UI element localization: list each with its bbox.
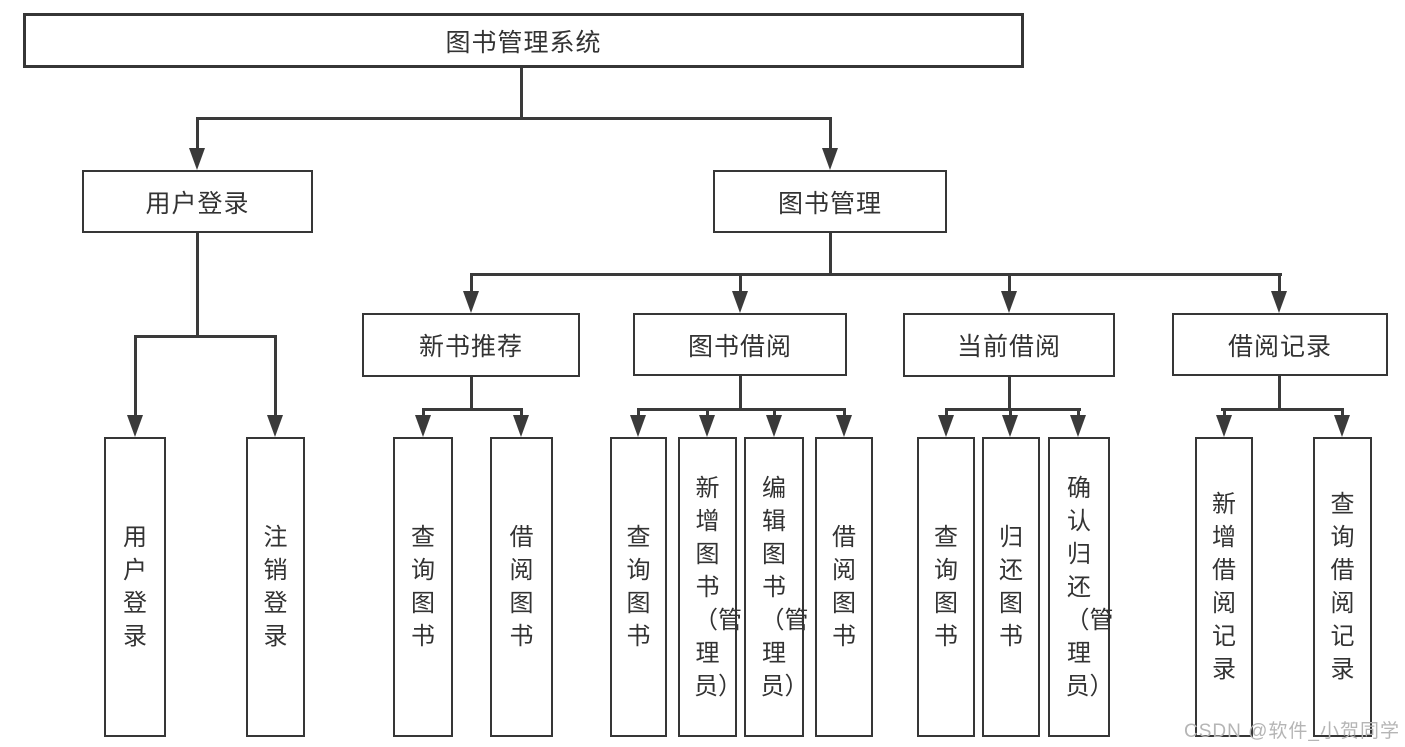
- node-label: 新增借阅记录: [1212, 491, 1236, 683]
- arrow-down-icon-book-management: [822, 148, 838, 170]
- node-user-login: 用户登录: [82, 170, 313, 233]
- node-label: 编辑图书（管理员）: [760, 474, 809, 700]
- arrow-down-icon-add-borrow-record: [1216, 415, 1232, 437]
- arrow-down-icon-query-books-1: [415, 415, 431, 437]
- node-label: 查询图书: [934, 524, 958, 650]
- node-query-books-2: 查询图书: [610, 437, 667, 737]
- node-label: 查询图书: [626, 524, 651, 650]
- arrow-shaft-user-login: [196, 117, 199, 154]
- arrow-shaft-add-borrow-record: [1223, 408, 1226, 421]
- arrow-down-icon-borrowing-records: [1271, 291, 1287, 313]
- node-user-login-leaf: 用户登录: [104, 437, 166, 737]
- node-label: 图书借阅: [687, 332, 792, 361]
- node-borrowing-records: 借阅记录: [1172, 313, 1388, 376]
- node-label: 借阅记录: [1227, 332, 1332, 361]
- arrow-down-icon-confirm-return: [1070, 415, 1086, 437]
- node-book-borrowing: 图书借阅: [633, 313, 847, 376]
- node-label: 借阅图书: [509, 524, 534, 650]
- connector-borrowing-records-stem: [1278, 374, 1281, 408]
- arrow-shaft-new-book: [470, 273, 473, 297]
- node-label: 用户登录: [145, 189, 250, 218]
- node-new-book-recommendation: 新书推荐: [362, 313, 580, 377]
- node-library-management-system: 图书管理系统: [23, 13, 1024, 68]
- connector-level2-split: [196, 117, 832, 120]
- arrow-down-icon-query-books-2: [630, 415, 646, 437]
- node-label: 当前借阅: [956, 333, 1061, 361]
- arrow-shaft-borrow-books-1: [520, 408, 523, 421]
- node-query-borrow-record: 查询借阅记录: [1313, 437, 1372, 737]
- arrow-shaft-query-books-3: [945, 408, 948, 421]
- arrow-down-icon-current-borrowing: [1001, 291, 1017, 313]
- connector-book-borrowing-stem: [739, 374, 742, 408]
- connector-user-login-stem: [196, 231, 199, 335]
- node-label: 查询图书: [411, 524, 435, 650]
- node-logout-leaf: 注销登录: [246, 437, 305, 737]
- arrow-down-icon-new-book: [463, 291, 479, 313]
- node-query-books-3: 查询图书: [917, 437, 975, 737]
- connector-new-book-split: [422, 408, 522, 411]
- arrow-down-icon-edit-book: [766, 415, 782, 437]
- connector-book-management-stem: [829, 231, 832, 273]
- node-label: 归还图书: [999, 524, 1023, 650]
- arrow-shaft-user-login-leaf: [134, 335, 137, 421]
- arrow-down-icon-query-borrow-record: [1334, 415, 1350, 437]
- arrow-shaft-current-borrowing: [1008, 273, 1011, 297]
- node-label: 确认归还（管理员）: [1065, 474, 1114, 700]
- arrow-down-icon-query-books-3: [938, 415, 954, 437]
- connector-user-login-split: [134, 335, 277, 338]
- arrow-down-icon-logout-leaf: [267, 415, 283, 437]
- arrow-shaft-logout-leaf: [274, 335, 277, 421]
- node-label: 新书推荐: [418, 333, 523, 361]
- connector-book-borrowing-split: [637, 408, 845, 411]
- arrow-shaft-book-borrowing: [739, 273, 742, 297]
- arrow-shaft-query-books-2: [637, 408, 640, 421]
- node-label: 借阅图书: [832, 524, 856, 650]
- node-label: 注销登录: [263, 524, 288, 650]
- connector-root-stem: [520, 68, 523, 117]
- arrow-down-icon-borrow-books-1: [513, 415, 529, 437]
- arrow-down-icon-book-borrowing: [732, 291, 748, 313]
- arrow-shaft-borrow-books-2: [843, 408, 846, 421]
- arrow-down-icon-user-login-leaf: [127, 415, 143, 437]
- node-return-book: 归还图书: [982, 437, 1040, 737]
- node-label: 图书管理系统: [445, 28, 602, 57]
- csdn-watermark: CSDN @软件_小贺同学: [1184, 721, 1400, 742]
- node-add-book-admin: 新增图书（管理员）: [678, 437, 742, 737]
- connector-current-borrowing-stem: [1008, 376, 1011, 408]
- connector-borrowing-records-split: [1221, 408, 1343, 411]
- node-query-books-1: 查询图书: [393, 437, 453, 737]
- arrow-shaft-edit-book: [773, 408, 776, 421]
- arrow-shaft-borrowing-records: [1278, 273, 1281, 297]
- node-label: 新增图书（管理员）: [694, 474, 742, 700]
- node-label: 用户登录: [123, 524, 147, 650]
- node-confirm-return-admin: 确认归还（管理员）: [1048, 437, 1114, 737]
- node-current-borrowing: 当前借阅: [903, 313, 1115, 377]
- node-add-borrow-record: 新增借阅记录: [1195, 437, 1253, 737]
- connector-current-borrowing-split: [945, 408, 1081, 411]
- node-borrow-books-2: 借阅图书: [815, 437, 873, 737]
- arrow-shaft-query-borrow-record: [1341, 408, 1344, 421]
- arrow-shaft-return-book: [1009, 408, 1012, 421]
- node-label: 查询借阅记录: [1330, 491, 1355, 683]
- node-book-management: 图书管理: [713, 170, 947, 233]
- arrow-shaft-query-books-1: [422, 408, 425, 421]
- connector-book-management-split: [470, 273, 1282, 276]
- arrow-down-icon-user-login: [189, 148, 205, 170]
- node-label: 图书管理: [777, 189, 882, 218]
- arrow-down-icon-add-book: [699, 415, 715, 437]
- connector-new-book-stem: [470, 375, 473, 408]
- arrow-down-icon-return-book: [1002, 415, 1018, 437]
- node-borrow-books-1: 借阅图书: [490, 437, 553, 737]
- arrow-shaft-book-management: [829, 117, 832, 154]
- arrow-shaft-add-book: [706, 408, 709, 421]
- node-edit-book-admin: 编辑图书（管理员）: [744, 437, 809, 737]
- arrow-shaft-confirm-return: [1077, 408, 1080, 421]
- arrow-down-icon-borrow-books-2: [836, 415, 852, 437]
